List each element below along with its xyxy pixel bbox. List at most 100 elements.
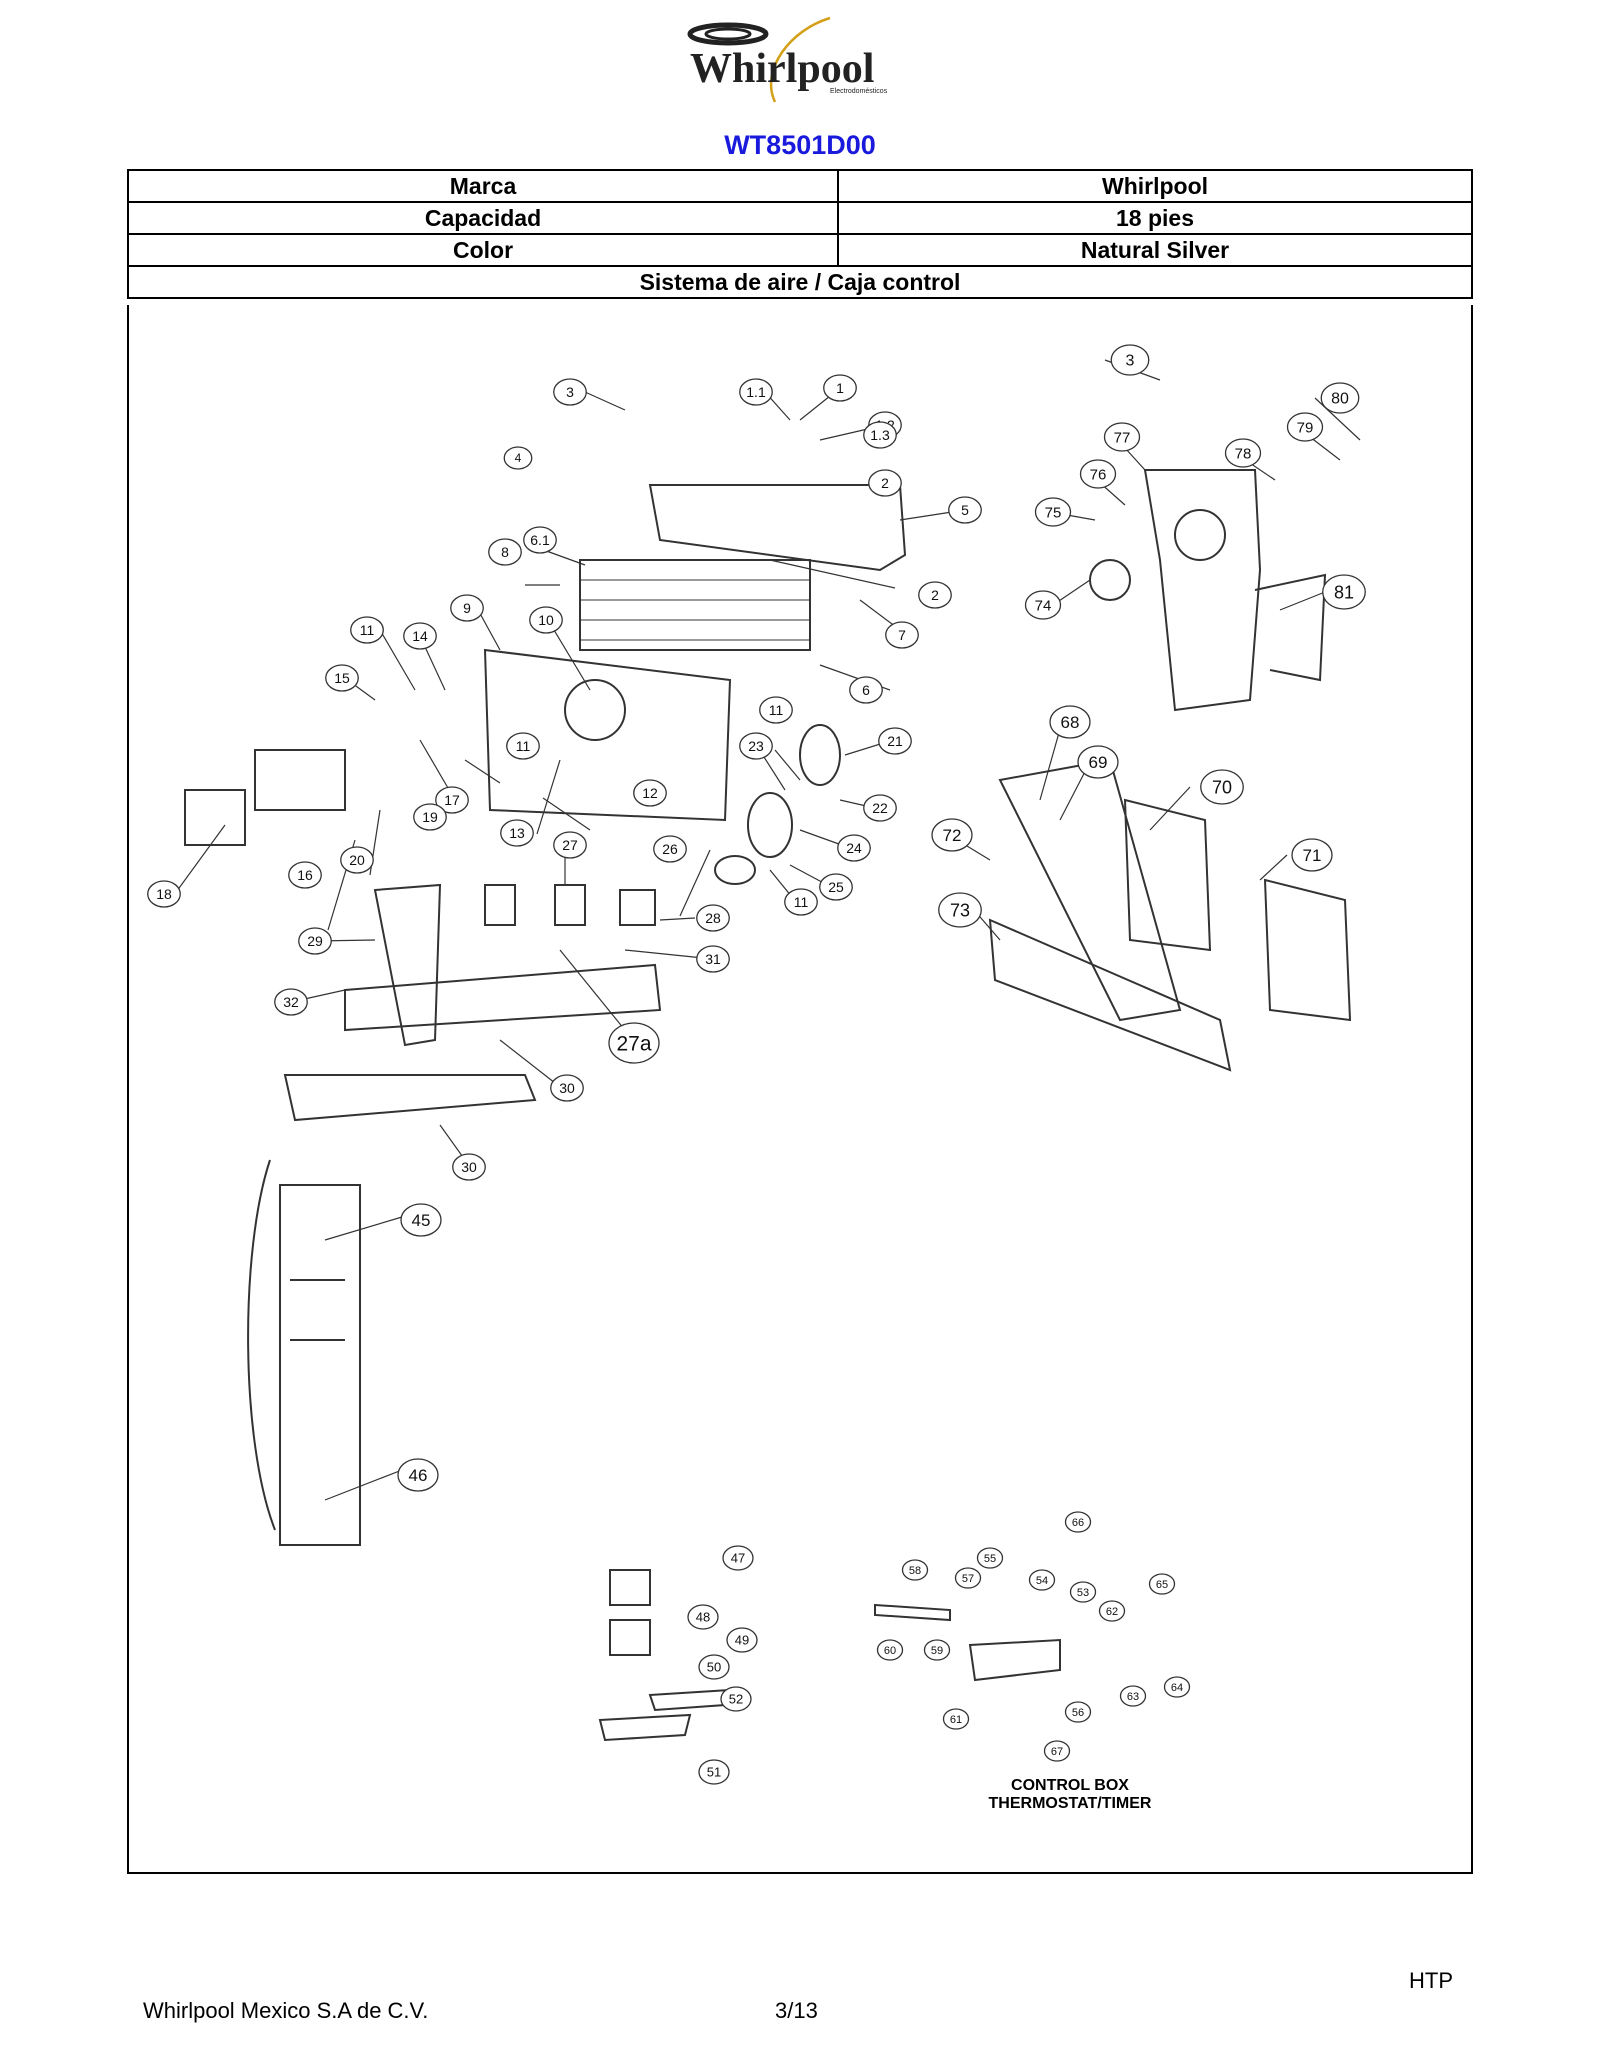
callout-label: 75 <box>1045 504 1062 521</box>
callout-circle <box>1098 1600 1126 1622</box>
callout-label: 63 <box>1127 1691 1139 1703</box>
callout-label: 50 <box>707 1660 721 1675</box>
callout-circle <box>837 834 871 862</box>
callout-circle <box>553 378 587 406</box>
callout-circle <box>722 1545 754 1571</box>
callout-circle <box>698 1654 730 1680</box>
callout-label: 76 <box>1090 466 1107 483</box>
callout-label: 4 <box>515 451 522 465</box>
callout-label: 23 <box>748 738 764 754</box>
cover-plate <box>283 1074 537 1122</box>
callout-circle <box>739 378 773 406</box>
callout-label: 55 <box>984 1553 996 1565</box>
callout-label: 1.1 <box>746 384 766 400</box>
callout-label: 71 <box>1303 846 1322 865</box>
callout-label: 59 <box>931 1645 943 1657</box>
callout-circle <box>397 1458 439 1492</box>
callout-label: 28 <box>705 910 721 926</box>
callout-label: 3 <box>566 384 574 400</box>
callout-circle <box>529 606 563 634</box>
callout-circle <box>1322 574 1366 610</box>
callout-label: 1.3 <box>870 427 890 443</box>
callout-circle <box>1224 438 1262 468</box>
callout-label: 60 <box>884 1645 896 1657</box>
callout-label: 6.1 <box>530 532 550 548</box>
callout-label: 13 <box>509 825 525 841</box>
callout-circle <box>948 496 982 524</box>
callout-label: 2 <box>931 587 939 603</box>
callout-circle <box>1320 382 1360 414</box>
callout-label: 3 <box>1126 353 1135 370</box>
callout-label: 9 <box>463 600 471 616</box>
control-cover <box>184 789 246 846</box>
callout-circle <box>1110 344 1150 376</box>
callout-label: 65 <box>1156 1579 1168 1591</box>
callout-circle <box>413 803 447 831</box>
callout-label: 48 <box>696 1610 710 1625</box>
callout-label: 16 <box>297 867 313 883</box>
callout-circle <box>687 1604 719 1630</box>
callout-circle <box>1119 1685 1147 1707</box>
callout-circle <box>885 621 919 649</box>
callout-label: 66 <box>1072 1517 1084 1529</box>
callout-label: 29 <box>307 933 323 949</box>
callout-label: 20 <box>349 852 365 868</box>
callout-circle <box>452 1153 486 1181</box>
callout-label: 72 <box>943 826 962 845</box>
callout-circle <box>1079 459 1117 489</box>
callout-circle <box>1064 1511 1092 1533</box>
callout-label: 22 <box>872 800 888 816</box>
callout-circle <box>784 888 818 916</box>
spec-label: Color <box>127 233 839 267</box>
control-housing <box>254 749 346 811</box>
callout-circle <box>918 581 952 609</box>
callout-circle <box>274 988 308 1016</box>
callout-label: 77 <box>1114 429 1131 446</box>
callout-circle <box>400 1203 442 1237</box>
callout-label: 46 <box>409 1466 428 1485</box>
callout-circle <box>1024 590 1062 620</box>
spec-row: Capacidad 18 pies <box>127 201 1473 235</box>
fan-ring <box>564 679 626 741</box>
callout-circle <box>696 904 730 932</box>
callout-label: 8 <box>501 544 509 560</box>
footer-page-number: 3/13 <box>775 1998 818 2023</box>
callout-label: 47 <box>731 1551 745 1566</box>
callout-label: 15 <box>334 670 350 686</box>
svg-text:Electrodomésticos: Electrodomésticos <box>830 88 888 95</box>
footer-code: HTP <box>1409 1968 1453 1993</box>
callout-circle <box>550 1074 584 1102</box>
callout-label: 21 <box>887 733 903 749</box>
callout-label: 10 <box>538 612 554 628</box>
callout-label: 2 <box>881 475 889 491</box>
callout-label: 57 <box>962 1573 974 1585</box>
callout-circle <box>608 1022 660 1064</box>
callout-label: 54 <box>1036 1575 1048 1587</box>
svg-text:Whirlpool: Whirlpool <box>690 46 874 92</box>
callout-circle <box>1291 838 1333 872</box>
callout-label: 61 <box>950 1714 962 1726</box>
callout-circle <box>1286 412 1324 442</box>
callout-circle <box>450 594 484 622</box>
callout-circle <box>1200 769 1244 805</box>
model-number: WT8501D00 <box>724 130 876 160</box>
callout-circle <box>823 374 857 402</box>
callout-label: 69 <box>1089 753 1108 772</box>
callout-circle <box>726 1627 758 1653</box>
callout-circle <box>720 1686 752 1712</box>
callout-circle <box>878 727 912 755</box>
callout-circle <box>849 676 883 704</box>
callout-label: 27a <box>616 1033 651 1056</box>
callout-label: 32 <box>283 994 299 1010</box>
callout-label: 79 <box>1297 419 1314 436</box>
spec-value: 18 pies <box>837 201 1473 235</box>
callout-circle <box>976 1547 1004 1569</box>
control-box-label-1: CONTROL BOX <box>1011 1777 1129 1794</box>
callout-circle <box>488 538 522 566</box>
callout-group: 31.111.21.32456.182769101114151112171913… <box>147 344 1366 1785</box>
callout-label: 11 <box>794 894 809 910</box>
callout-circle <box>503 446 533 470</box>
callout-label: 19 <box>422 809 438 825</box>
callout-label: 11 <box>360 622 375 638</box>
callout-circle <box>1034 497 1072 527</box>
